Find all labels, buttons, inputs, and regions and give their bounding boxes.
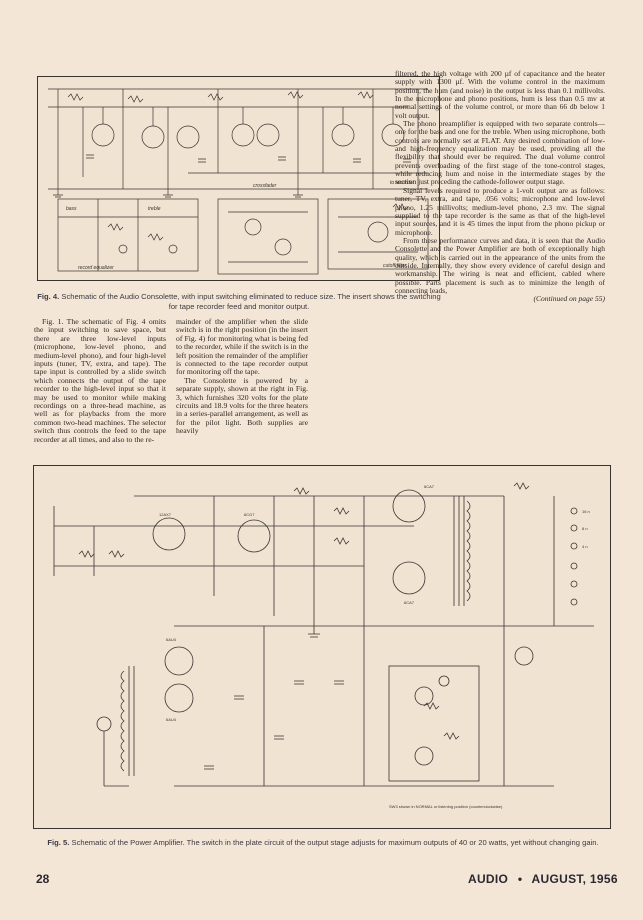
body-middle-paragraph-2: The Consolette is powered by a separate …: [176, 375, 308, 436]
body-column-right: filtered, the high voltage with 200 µf o…: [395, 69, 605, 304]
body-right-paragraph-2: The phono preamplifier is equipped with …: [395, 119, 605, 187]
fig4-caption-text: Schematic of the Audio Consolette, with …: [61, 292, 441, 311]
fig5-tube-v2: 6CG7: [244, 512, 255, 517]
fig4-label-bass: bass: [66, 206, 77, 212]
fig5-output-4: 4 n: [582, 544, 588, 549]
page-number: 28: [36, 872, 50, 886]
fig5-switch-note: SW3 shown in NORMAL or listening positio…: [389, 804, 503, 809]
fig5-tube-v3: 6CA7: [424, 484, 435, 489]
fig4-schematic: record equalizer bass treble crossfader …: [37, 76, 440, 281]
fig4-label-treble: treble: [148, 206, 161, 212]
fig5-caption-text: Schematic of the Power Amplifier. The sw…: [71, 838, 599, 847]
fig4-schematic-drawing: record equalizer bass treble crossfader …: [48, 88, 429, 275]
body-column-left: Fig. 1. The schematic of Fig. 4 omits th…: [34, 317, 166, 444]
body-right-paragraph-1: filtered, the high voltage with 200 µf o…: [395, 69, 605, 120]
fig4-label-crossfader: crossfader: [253, 183, 277, 189]
fig5-tube-v6: 6AU4: [166, 717, 177, 722]
fig5-tube-v4: 6CA7: [404, 600, 415, 605]
body-right-paragraph-3: Signal levels required to produce a 1-vo…: [395, 185, 605, 237]
fig4-caption: Fig. 4. Schematic of the Audio Consolett…: [34, 292, 444, 311]
footer-magazine: AUDIO: [468, 872, 509, 886]
fig5-tube-v1: 12AX7: [159, 512, 172, 517]
continued-note: (Continued on page 55): [533, 294, 605, 304]
footer-date: AUGUST, 1956: [531, 872, 618, 886]
fig5-tube-v5: 6AU4: [166, 637, 177, 642]
footer-bullet: •: [517, 872, 523, 886]
fig4-label-recorder: to recorder: [390, 180, 415, 186]
fig5-schematic-drawing: 12AX7 6CG7 6CA7 6CA7 6AU4 6AU4 16 n 8 n …: [53, 482, 594, 809]
body-left-paragraph: Fig. 1. The schematic of Fig. 4 omits th…: [34, 317, 166, 444]
fig4-label-record-equalizer: record equalizer: [78, 265, 114, 271]
fig5-output-16: 16 n: [582, 509, 590, 514]
fig5-schematic: 12AX7 6CG7 6CA7 6CA7 6AU4 6AU4 16 n 8 n …: [33, 465, 611, 829]
fig4-caption-label: Fig. 4.: [37, 292, 60, 301]
footer-masthead: AUDIO • AUGUST, 1956: [468, 872, 618, 886]
fig5-caption-label: Fig. 5.: [47, 838, 70, 847]
fig4-label-cutoff: cutoff filter: [383, 263, 406, 269]
body-right-paragraph-4: From these performance curves and data, …: [395, 235, 605, 295]
fig5-caption: Fig. 5. Schematic of the Power Amplifier…: [40, 838, 606, 848]
body-column-middle: mainder of the amplifier when the slide …: [176, 317, 308, 436]
body-middle-paragraph-1: mainder of the amplifier when the slide …: [176, 317, 308, 377]
fig5-output-8: 8 n: [582, 526, 588, 531]
